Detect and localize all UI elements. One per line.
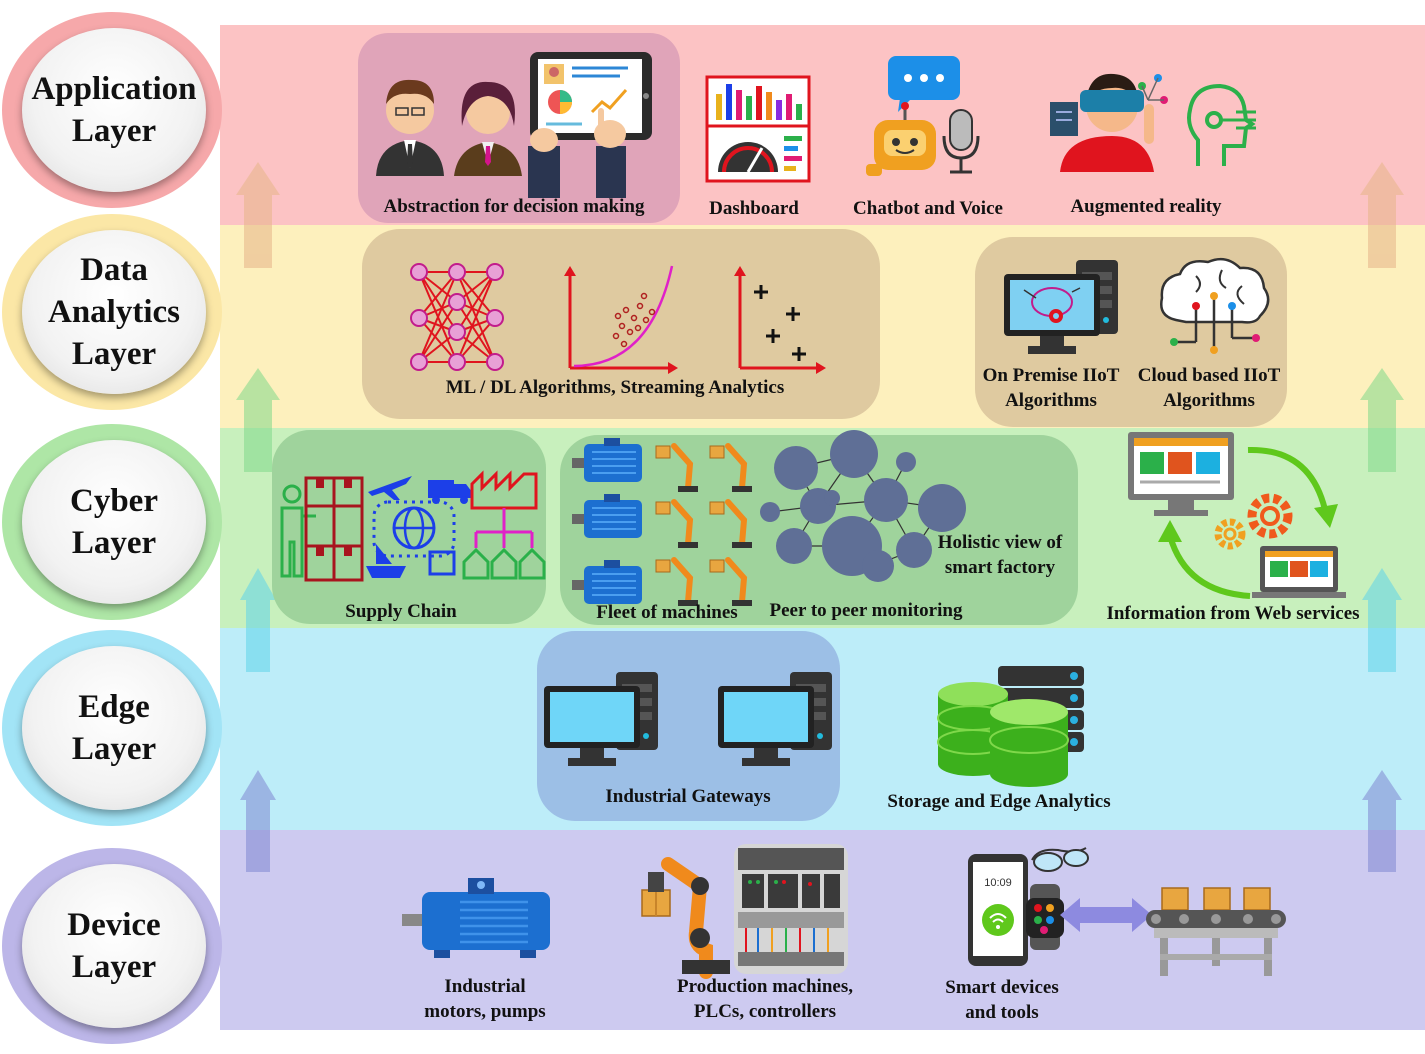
cloud-brain-icon [1160,257,1270,354]
onprem-label: On Premise IIoT Algorithms [982,365,1120,411]
arrow-up-icon [1362,568,1402,672]
decision-makers-icon [376,52,652,198]
augmented-reality-icon [1050,73,1256,172]
cloud-label: Cloud based IIoT Algorithms [1137,365,1281,411]
production-machines-icon [641,844,848,979]
arrow-up-icon [236,368,280,472]
application-layer-title: Application Layer [31,71,197,149]
arrow-up-icon [1360,368,1404,472]
arrow-up-icon [240,770,276,872]
arrow-up-icon [1362,770,1402,872]
arrow-up-icon [240,568,276,672]
supply-chain-label: Supply Chain [345,601,457,622]
device-layer-badge: Device Layer [2,848,222,1044]
application-layer-badge: Application Layer [2,12,222,208]
phone-clock: 10:09 [984,877,1012,889]
edge-layer-title: Edge Layer [71,689,157,767]
cyber-layer-badge: Cyber Layer [2,424,222,620]
storage-label: Storage and Edge Analytics [887,791,1111,812]
web-label: Information from Web services [1106,603,1360,624]
dashboard-label: Dashboard [709,198,799,219]
on-premise-server-icon [1004,260,1118,354]
edge-layer-badge: Edge Layer [2,630,222,826]
industrial-motor-icon [402,878,550,958]
gateway-computer-icon [544,672,658,766]
factory-panel [560,435,1078,625]
smart-label: Smart devices and tools [945,977,1059,1023]
conveyor-belt-icon [1146,887,1286,976]
motors-label: Industrial motors, pumps [424,976,546,1022]
analytics-layer-title: Data Analytics Layer [48,252,180,372]
fleet-label: Fleet of machines [596,602,738,623]
peer-network-icon [760,430,966,582]
bidirectional-arrow-icon [1060,898,1152,932]
gateway-computer-icon [718,672,832,766]
web-services-icon [1128,432,1346,599]
arrow-up-icon [1360,162,1404,268]
fleet-of-machines-icon [572,438,752,606]
dashboard-icon [705,75,811,183]
cyber-layer-title: Cyber Layer [70,483,158,561]
chatbot-label: Chatbot and Voice [853,198,1003,219]
curve-plot-icon [564,265,678,374]
device-layer-title: Device Layer [67,907,161,985]
ml-label: ML / DL Algorithms, Streaming Analytics [445,377,785,398]
gateways-label: Industrial Gateways [605,786,771,807]
neural-network-icon [410,263,504,371]
arrow-up-icon [236,162,280,268]
peer-label: Peer to peer monitoring [769,600,963,621]
storage-database-icon [937,666,1084,787]
holistic-label: Holistic view of smart factory [937,532,1063,578]
analytics-layer-badge: Data Analytics Layer [2,214,222,410]
supply-chain-icon [280,470,546,582]
smart-devices-icon: 10:09 [968,847,1089,966]
abstraction-label: Abstraction for decision making [383,196,645,217]
scatter-plot-icon [734,266,826,374]
ar-label: Augmented reality [1070,196,1222,217]
chatbot-icon [866,56,980,176]
production-label: Production machines, PLCs, controllers [677,976,853,1022]
